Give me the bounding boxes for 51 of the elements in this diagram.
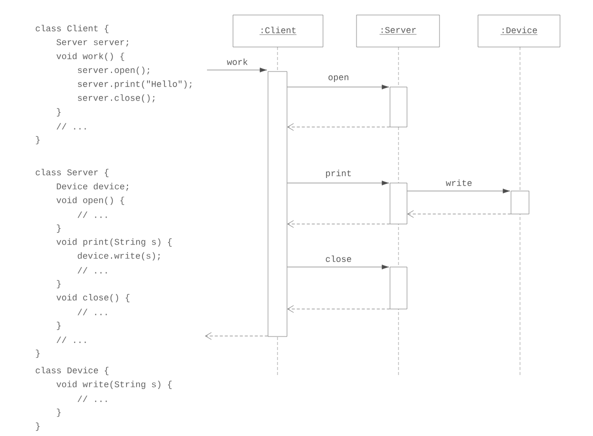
message-arrow bbox=[287, 123, 390, 131]
code-line: } bbox=[36, 136, 40, 144]
code-line: device.write(s); bbox=[78, 252, 160, 260]
code-line: Device device; bbox=[56, 182, 128, 191]
message-arrow bbox=[407, 210, 511, 218]
code-line: void print(String s) { bbox=[56, 238, 172, 247]
message-label: write bbox=[446, 180, 472, 186]
activation-bar bbox=[268, 71, 288, 337]
code-line: server.close(); bbox=[78, 94, 154, 103]
code-line: class Client { bbox=[36, 24, 108, 34]
message-label: open bbox=[328, 75, 348, 82]
message-arrow bbox=[287, 180, 390, 186]
code-line: void open() { bbox=[56, 196, 124, 205]
code-line: } bbox=[36, 350, 40, 358]
code-line: void write(String s) { bbox=[56, 380, 172, 389]
code-line: // ... bbox=[78, 211, 107, 218]
message-arrow bbox=[205, 332, 268, 340]
activation-bar bbox=[390, 86, 408, 128]
code-line: } bbox=[56, 224, 60, 233]
message-arrow bbox=[206, 68, 268, 72]
message-arrow bbox=[407, 188, 510, 194]
code-line: } bbox=[56, 408, 60, 417]
object-box: :Server bbox=[356, 14, 440, 48]
code-line: // ... bbox=[56, 336, 86, 344]
message-label: close bbox=[326, 256, 352, 262]
activation-bar bbox=[390, 182, 408, 224]
code-line: } bbox=[56, 280, 60, 288]
code-line: void close() { bbox=[56, 294, 130, 302]
object-box: :Device bbox=[478, 14, 560, 48]
code-line: // ... bbox=[78, 396, 107, 402]
message-arrow bbox=[287, 84, 390, 90]
code-line: // ... bbox=[78, 267, 107, 274]
code-line: class Device { bbox=[36, 366, 108, 376]
code-line: class Server { bbox=[36, 168, 108, 178]
code-line: } bbox=[56, 108, 60, 116]
object-box: :Client bbox=[232, 14, 324, 48]
code-line: Server server; bbox=[56, 39, 128, 47]
message-arrow bbox=[287, 220, 390, 228]
code-line: } bbox=[56, 322, 60, 330]
code-line: void work() { bbox=[56, 52, 124, 61]
code-line: server.print("Hello"); bbox=[78, 80, 192, 89]
activation-bar bbox=[390, 266, 408, 310]
code-line: } bbox=[36, 422, 40, 431]
code-line: // ... bbox=[78, 308, 107, 316]
activation-bar bbox=[510, 190, 530, 214]
code-line: // ... bbox=[56, 123, 86, 130]
message-arrow bbox=[287, 305, 390, 313]
message-arrow bbox=[287, 264, 390, 270]
code-line: server.open(); bbox=[78, 66, 150, 75]
message-label: print bbox=[326, 170, 351, 178]
message-label: work bbox=[226, 58, 248, 65]
